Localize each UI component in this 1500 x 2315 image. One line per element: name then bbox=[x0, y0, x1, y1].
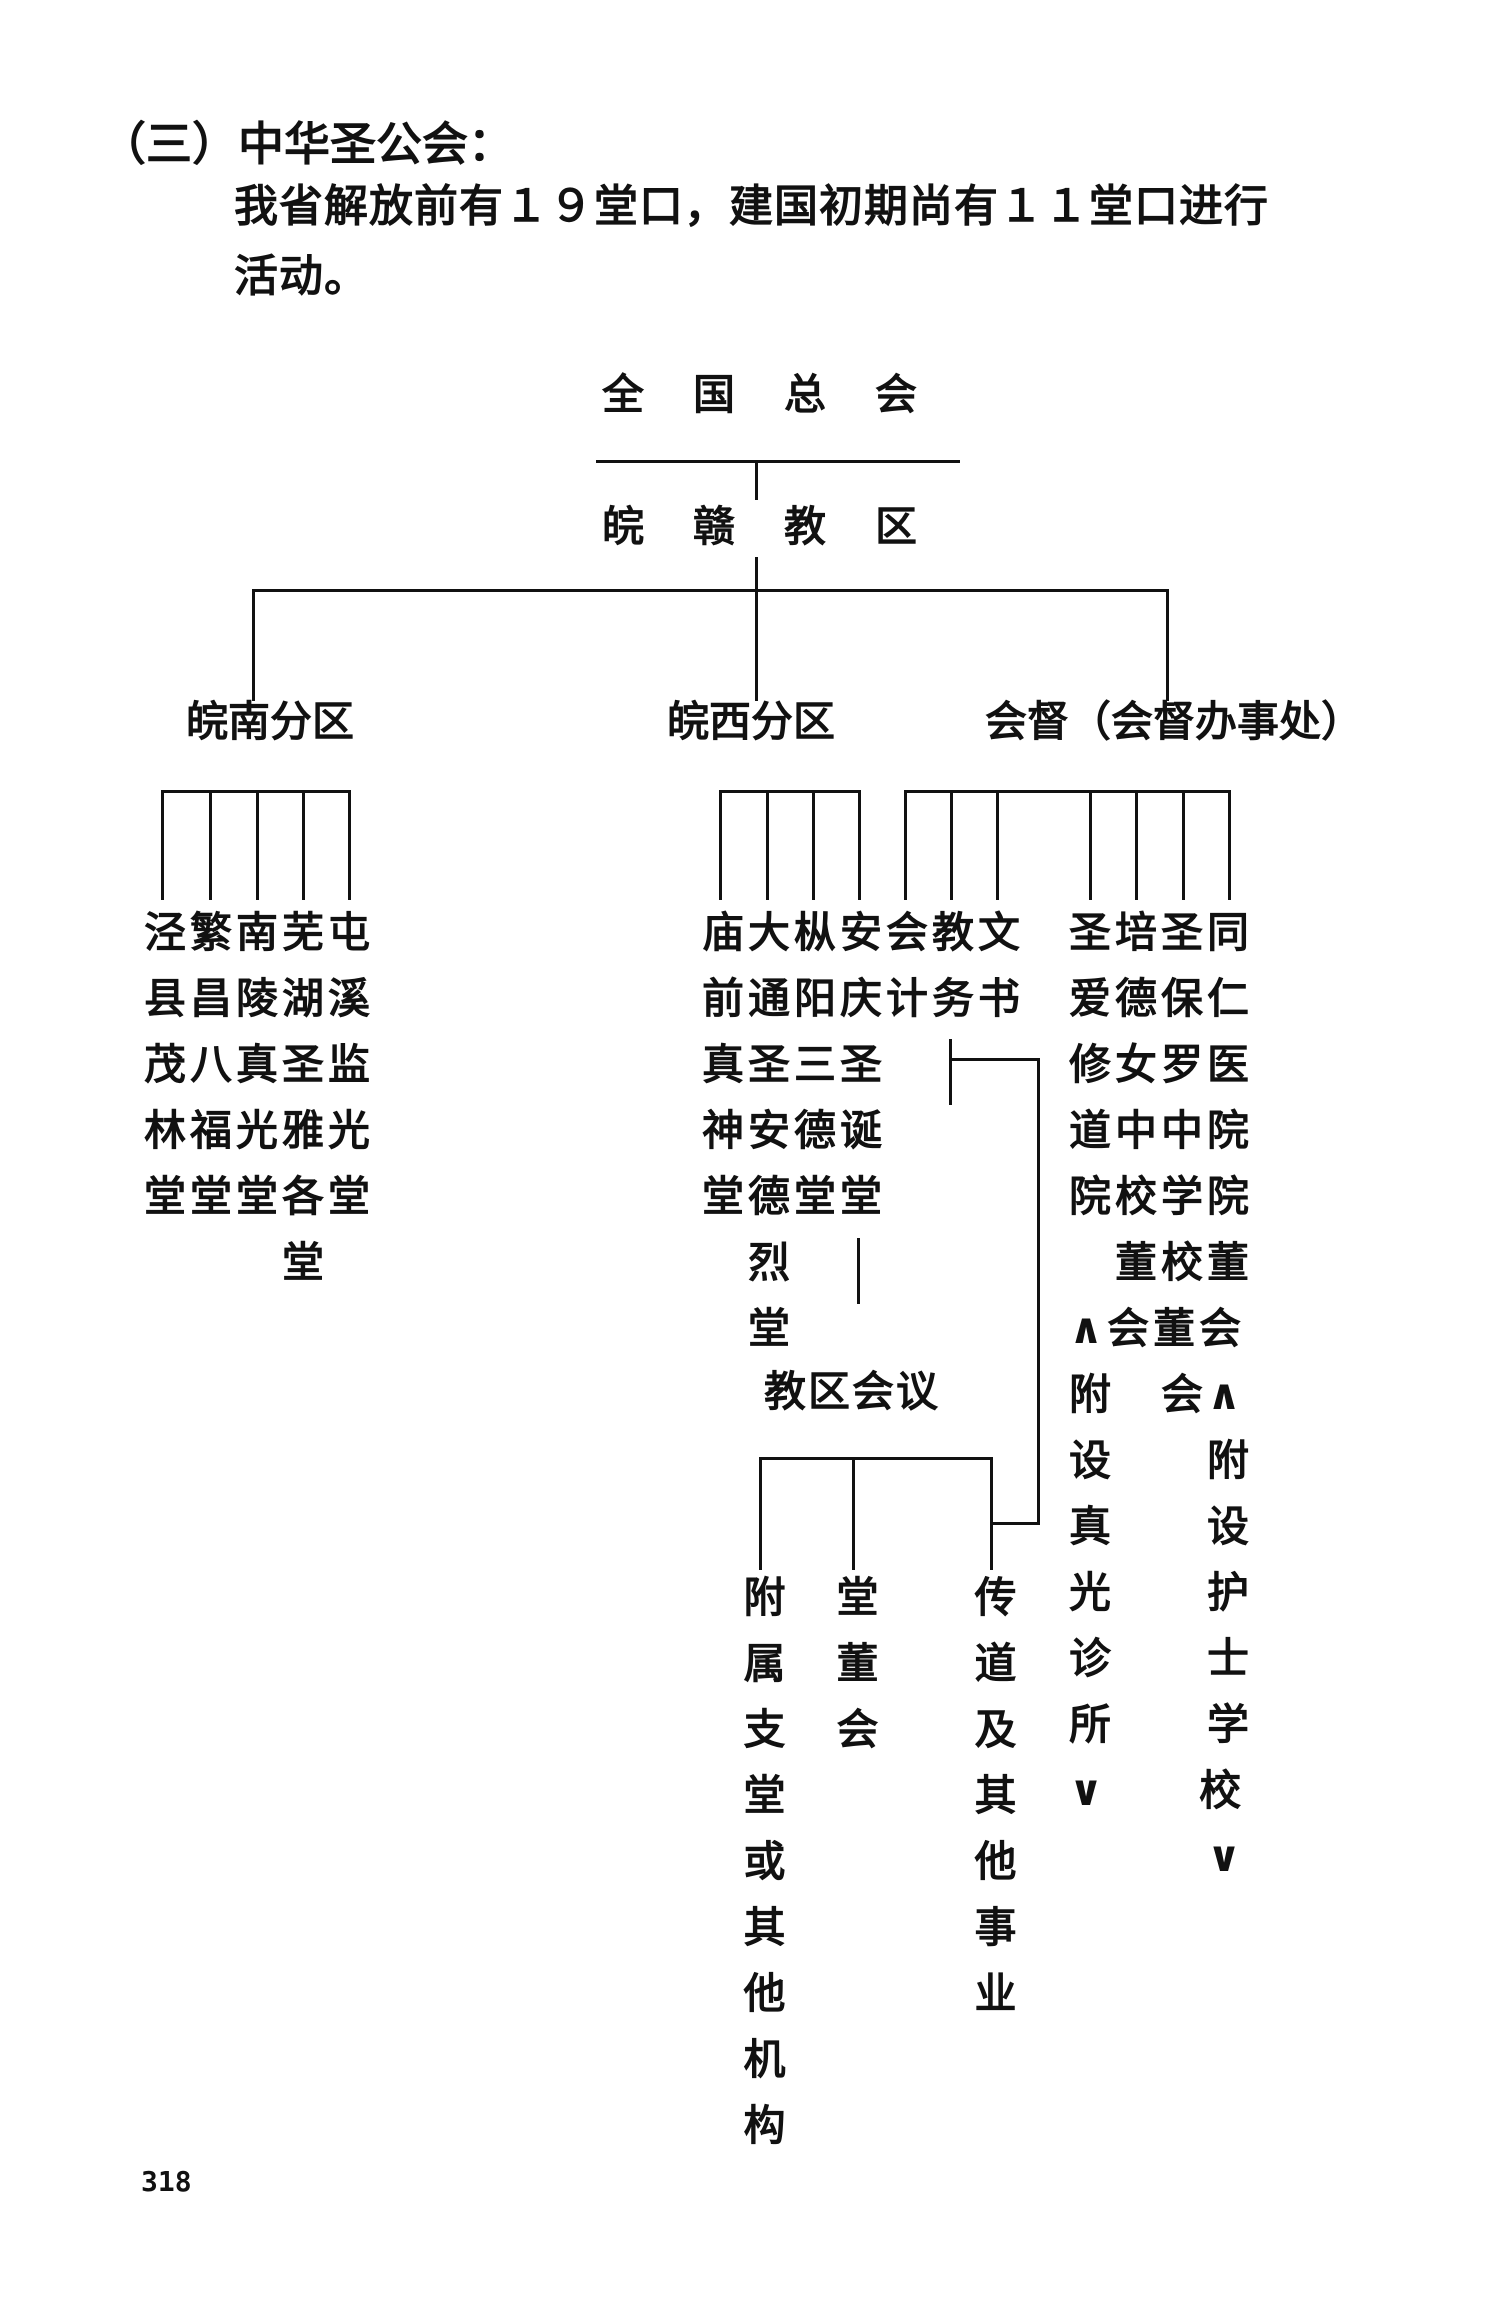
chart-row: 修女罗医 bbox=[1069, 1040, 1254, 1089]
chart-row: 圣培圣同 bbox=[1069, 908, 1254, 957]
council-child-evangelism: 传道及其他事业 bbox=[968, 1575, 1017, 2037]
connector bbox=[719, 790, 860, 793]
chart-row: 堂堂堂各堂 bbox=[144, 1172, 375, 1221]
chart-row: 林福光雅光 bbox=[144, 1106, 375, 1155]
connector bbox=[1135, 790, 1138, 900]
connector bbox=[759, 1457, 762, 1570]
connector bbox=[161, 790, 350, 793]
connector bbox=[949, 1058, 1040, 1061]
connector bbox=[852, 1457, 855, 1570]
connector bbox=[996, 790, 999, 900]
connector bbox=[990, 1522, 1040, 1525]
chart-row: 茂八真圣监 bbox=[144, 1040, 375, 1089]
connector bbox=[858, 790, 861, 900]
chart-row: 爱德保仁 bbox=[1069, 974, 1254, 1023]
node-root: 全国总会 bbox=[602, 370, 967, 419]
connector bbox=[949, 1039, 952, 1105]
chart-row: 神安德诞 bbox=[702, 1106, 887, 1155]
section-heading: （三）中华圣公会： bbox=[100, 117, 514, 171]
chart-row: 院校学院 bbox=[1069, 1172, 1254, 1221]
chart-row: ∨ 校 bbox=[1069, 1766, 1246, 1815]
chart-row: 前通阳庆计务书 bbox=[702, 974, 1025, 1023]
page-number: 318 bbox=[141, 2165, 192, 2198]
connector bbox=[759, 1457, 993, 1460]
chart-row: 县昌陵湖溪 bbox=[144, 974, 375, 1023]
chart-row: ∧会董会 bbox=[1069, 1304, 1246, 1353]
chart-row: 董校董 bbox=[1069, 1238, 1254, 1287]
connector bbox=[302, 790, 305, 900]
connector bbox=[1166, 589, 1169, 701]
connector bbox=[755, 557, 758, 591]
chart-row: 堂 bbox=[702, 1304, 795, 1353]
council-child-branch-churches: 附属支堂或其他机构 bbox=[737, 1575, 786, 2169]
connector bbox=[1228, 790, 1231, 900]
chart-row: 设 附 bbox=[1069, 1436, 1254, 1485]
connector bbox=[755, 589, 758, 701]
chart-row: 堂 bbox=[144, 1238, 375, 1287]
node-west-district: 皖西分区 bbox=[667, 697, 836, 746]
chart-row: 真圣三圣 bbox=[702, 1040, 887, 1089]
connector bbox=[252, 589, 1169, 592]
intro-paragraph-line-1: 我省解放前有１９堂口，建国初期尚有１１堂口进行 bbox=[234, 181, 1269, 232]
node-bishop-office: 会督（会督办事处） bbox=[985, 697, 1364, 746]
connector bbox=[348, 790, 351, 900]
connector bbox=[904, 790, 1230, 793]
connector bbox=[1037, 1058, 1040, 1525]
council-child-church-board: 堂董会 bbox=[830, 1575, 879, 1773]
chart-row: 堂德堂堂 bbox=[702, 1172, 887, 1221]
chart-row: 道中中院 bbox=[1069, 1106, 1254, 1155]
connector bbox=[719, 790, 722, 900]
connector bbox=[252, 589, 255, 701]
connector bbox=[1089, 790, 1092, 900]
connector bbox=[256, 790, 259, 900]
connector bbox=[766, 790, 769, 900]
connector bbox=[950, 790, 953, 900]
connector bbox=[990, 1457, 993, 1570]
chart-row: ∨ bbox=[1069, 1832, 1246, 1881]
chart-row: 附 会∧ bbox=[1069, 1370, 1246, 1419]
connector bbox=[857, 1238, 860, 1304]
intro-paragraph-line-2: 活动。 bbox=[234, 251, 369, 302]
connector bbox=[904, 790, 907, 900]
chart-row: 庙大枞安会教文 bbox=[702, 908, 1025, 957]
connector bbox=[209, 790, 212, 900]
chart-row: 烈 bbox=[702, 1238, 795, 1287]
connector bbox=[1182, 790, 1185, 900]
node-south-district: 皖南分区 bbox=[186, 697, 355, 746]
node-diocese-council: 教区会议 bbox=[764, 1367, 941, 1416]
chart-row: 泾繁南芜屯 bbox=[144, 908, 375, 957]
connector bbox=[161, 790, 164, 900]
chart-row: 所 学 bbox=[1069, 1700, 1254, 1749]
node-diocese: 皖赣教区 bbox=[602, 502, 967, 551]
chart-row: 真 设 bbox=[1069, 1502, 1254, 1551]
chart-row: 光 护 bbox=[1069, 1568, 1254, 1617]
connector bbox=[812, 790, 815, 900]
chart-row: 诊 士 bbox=[1069, 1634, 1254, 1683]
connector bbox=[596, 460, 960, 463]
connector bbox=[755, 460, 758, 500]
